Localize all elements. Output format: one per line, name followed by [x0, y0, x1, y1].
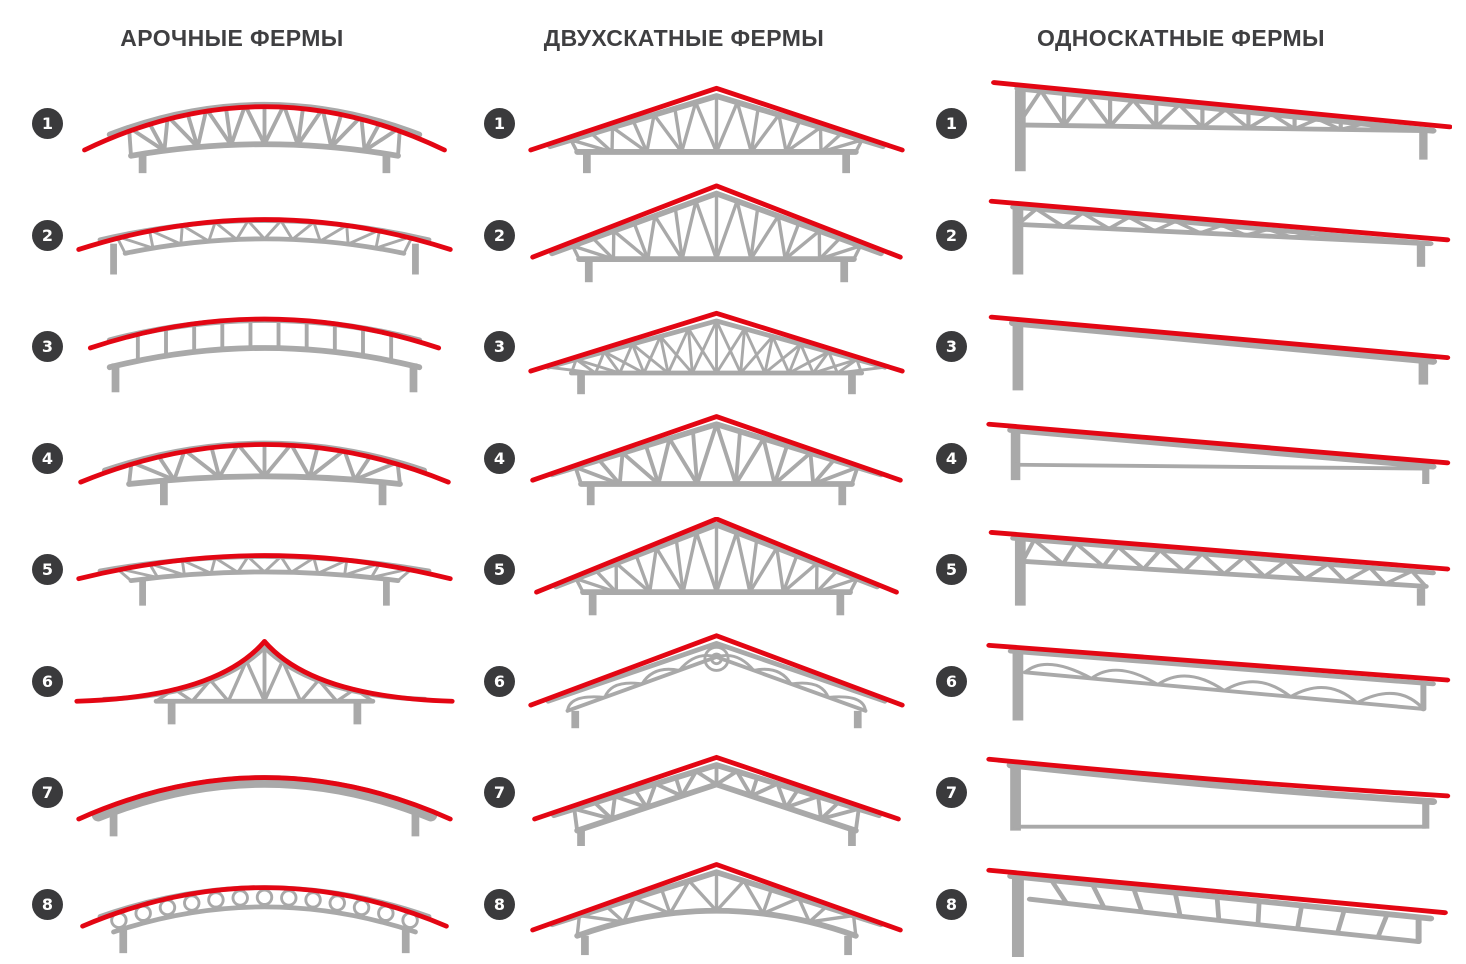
arched-truss-4-drawing	[78, 440, 451, 506]
column-gable-title: ДВУХСКАТНЫЕ ФЕРМЫ	[543, 24, 825, 51]
row-number-badge: 2	[484, 219, 515, 251]
gable-row-1: 1	[458, 68, 910, 180]
row-number-badge: 6	[484, 665, 515, 697]
gable-row-5: 5	[458, 514, 910, 626]
arched-row-6: 6	[6, 626, 458, 738]
row-number-badge: 4	[32, 442, 63, 474]
row-number-badge: 2	[32, 219, 63, 251]
mono-pitch-truss-4-drawing	[986, 422, 1451, 485]
mono-pitch-truss-3-drawing	[988, 314, 1451, 391]
row-number-badge: 5	[484, 554, 515, 586]
mono-pitch-row-4: 4	[910, 403, 1452, 515]
mono-pitch-row-6: 6	[910, 626, 1452, 738]
column-arched-rows: 1 2 3 4 5 6 7	[6, 68, 458, 960]
mono-pitch-truss-8-drawing	[986, 868, 1448, 958]
row-number-badge: 5	[32, 554, 63, 586]
mono-pitch-row-1: 1	[910, 68, 1452, 180]
mono-pitch-truss-1-drawing	[991, 79, 1452, 171]
column-mono-pitch: ОДНОСКАТНЫЕ ФЕРМЫ 1 2 3 4 5	[910, 8, 1452, 960]
row-number-badge: 1	[484, 108, 515, 140]
row-number-badge: 1	[936, 108, 967, 140]
arched-row-4: 4	[6, 403, 458, 515]
arched-row-2: 2	[6, 180, 458, 292]
mono-pitch-row-3: 3	[910, 291, 1452, 403]
gable-truss-7-drawing	[532, 754, 901, 846]
row-number-badge: 3	[32, 331, 63, 363]
gable-row-7: 7	[458, 737, 910, 849]
row-number-badge: 6	[936, 665, 967, 697]
arched-truss-6-drawing	[74, 639, 455, 725]
mono-pitch-row-7: 7	[910, 737, 1452, 849]
gable-truss-8-drawing	[530, 862, 903, 956]
arched-truss-2-drawing	[76, 217, 453, 275]
gable-truss-4-drawing	[530, 414, 903, 506]
row-number-badge: 8	[936, 888, 967, 920]
row-number-badge: 3	[936, 331, 967, 363]
column-arched-title: АРОЧНЫЕ ФЕРМЫ	[120, 24, 344, 51]
arched-row-1: 1	[6, 68, 458, 180]
arched-row-3: 3	[6, 291, 458, 403]
arched-truss-7-drawing	[76, 774, 453, 837]
row-number-badge: 4	[936, 442, 967, 474]
arched-truss-5-drawing	[76, 552, 453, 606]
arched-truss-3-drawing	[87, 316, 442, 393]
row-number-badge: 7	[484, 777, 515, 809]
column-gable: ДВУХСКАТНЫЕ ФЕРМЫ 1 2 3 4 5	[458, 8, 910, 960]
arched-row-8: 8	[6, 849, 458, 961]
arched-truss-8-drawing	[80, 885, 449, 954]
mono-pitch-truss-2-drawing	[988, 199, 1451, 275]
arched-truss-1-drawing	[82, 101, 447, 173]
gable-row-3: 3	[458, 291, 910, 403]
row-number-badge: 7	[936, 777, 967, 809]
column-mono-pitch-title: ОДНОСКАТНЫЕ ФЕРМЫ	[1037, 24, 1325, 51]
mono-pitch-row-2: 2	[910, 180, 1452, 292]
arched-row-5: 5	[6, 514, 458, 626]
mono-pitch-truss-6-drawing	[986, 643, 1451, 721]
mono-pitch-row-5: 5	[910, 514, 1452, 626]
row-number-badge: 8	[484, 888, 515, 920]
column-gable-rows: 1 2 3 4 5 6 7	[458, 68, 910, 960]
column-arched: АРОЧНЫЕ ФЕРМЫ 1 2 3 4 5 6	[6, 8, 458, 960]
row-number-badge: 4	[484, 442, 515, 474]
row-number-badge: 3	[484, 331, 515, 363]
gable-row-6: 6	[458, 626, 910, 738]
column-mono-pitch-rows: 1 2 3 4 5 6 7	[910, 68, 1452, 960]
gable-truss-5-drawing	[534, 516, 899, 616]
mono-pitch-row-8: 8	[910, 849, 1452, 961]
gable-row-8: 8	[458, 849, 910, 961]
gable-truss-2-drawing	[530, 183, 903, 283]
gable-truss-6-drawing	[528, 633, 905, 729]
mono-pitch-truss-7-drawing	[986, 756, 1451, 831]
gable-truss-1-drawing	[528, 85, 905, 173]
row-number-badge: 8	[32, 888, 63, 920]
gable-row-2: 2	[458, 180, 910, 292]
mono-pitch-truss-5-drawing	[988, 529, 1451, 606]
row-number-badge: 7	[32, 777, 63, 809]
row-number-badge: 6	[32, 665, 63, 697]
gable-truss-3-drawing	[528, 310, 905, 394]
gable-row-4: 4	[458, 403, 910, 515]
row-number-badge: 5	[936, 554, 967, 586]
row-number-badge: 2	[936, 219, 967, 251]
row-number-badge: 1	[32, 108, 63, 140]
arched-row-7: 7	[6, 737, 458, 849]
